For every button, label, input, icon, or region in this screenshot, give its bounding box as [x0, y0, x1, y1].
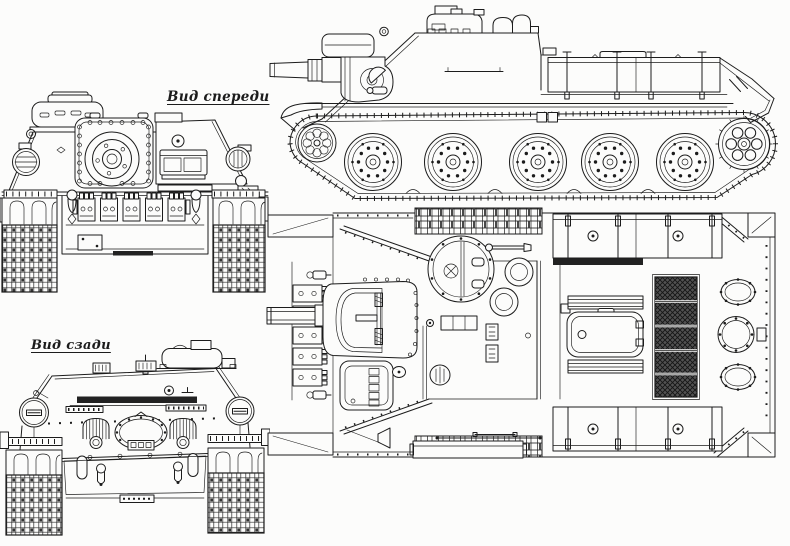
- side-running-gear: [297, 115, 773, 194]
- side-view-drawing: [269, 5, 779, 202]
- top-fuel-boxes: [552, 213, 723, 452]
- rear-lower-plate: [63, 455, 207, 503]
- front-shackles: [66, 189, 202, 225]
- front-spare-tracks: [72, 192, 191, 222]
- side-vent-domes: [492, 14, 539, 34]
- front-view-label: Вид спереди: [167, 89, 270, 105]
- side-rear-hull: [719, 57, 775, 123]
- front-tracks: [1, 197, 266, 293]
- rear-fenders: [0, 428, 270, 449]
- top-vent-domes: [489, 257, 534, 317]
- top-radiator-grille: [652, 274, 700, 400]
- side-cupola: [421, 5, 488, 34]
- front-lower-plate: [61, 195, 209, 256]
- rear-louvers: [65, 396, 207, 413]
- top-vent-hatch: [339, 360, 406, 411]
- rear-tracks: [5, 447, 265, 536]
- top-view-drawing: [266, 207, 776, 459]
- side-gun: [269, 26, 394, 103]
- top-spare-tracks: [292, 284, 328, 387]
- rear-plate: [47, 411, 223, 451]
- front-cupola: [26, 91, 106, 139]
- top-rear-hatches: [717, 277, 767, 392]
- top-engine-deck: [566, 295, 644, 374]
- top-gun-barrel: [266, 304, 336, 327]
- front-view-drawing: [0, 91, 269, 293]
- rear-view-drawing: [0, 340, 270, 536]
- top-wrench: [485, 243, 532, 252]
- rear-hinge-row: [61, 451, 209, 480]
- rear-slopes: [22, 366, 246, 415]
- top-hooks: [306, 270, 332, 400]
- mantlet-plan-bolts: [363, 277, 419, 357]
- top-stowage: [346, 427, 542, 459]
- mantlet-bolts: [77, 120, 151, 186]
- rear-view-label: Вид сзади: [31, 338, 111, 353]
- front-right-panel: [154, 112, 248, 192]
- top-cupola: [427, 235, 495, 303]
- rear-roof: [51, 360, 217, 396]
- rear-cupola: [156, 340, 237, 369]
- rear-fuel-drums: [19, 390, 255, 451]
- front-siren: [12, 142, 40, 176]
- top-mantlet: [322, 277, 419, 359]
- top-small-fittings: [426, 303, 571, 386]
- front-gun-mantlet: [74, 112, 154, 189]
- side-fuel-tanks: [547, 51, 721, 100]
